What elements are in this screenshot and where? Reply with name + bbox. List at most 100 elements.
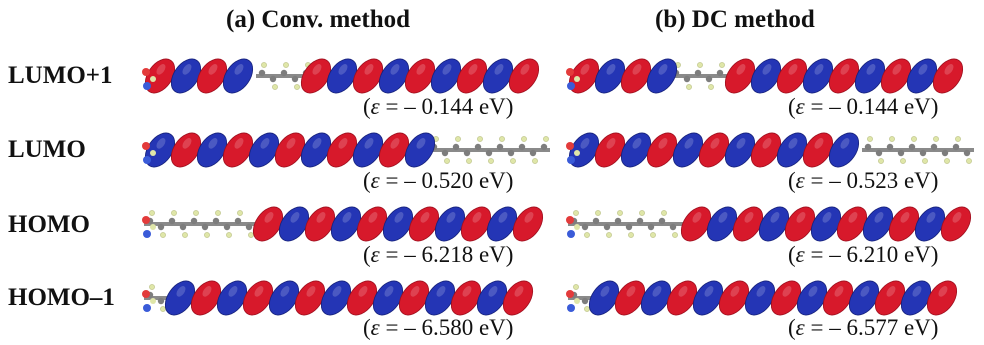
carbon-atom: [592, 217, 600, 225]
hydrogen-atom: [150, 298, 156, 304]
lobe-highlight: [260, 138, 270, 149]
positive-lobe: [222, 132, 254, 168]
lobe-highlight: [416, 138, 426, 149]
hydrogen-atom: [150, 76, 156, 82]
positive-lobe: [594, 132, 626, 168]
oxygen-atom: [142, 290, 150, 298]
lobe-highlight: [840, 138, 850, 149]
positive-lobe: [888, 206, 920, 242]
lobe-highlight: [384, 286, 394, 297]
positive-lobe: [822, 280, 854, 316]
positive-lobe: [346, 280, 378, 316]
hydrogen-atom: [521, 136, 527, 142]
negative-lobe: [300, 132, 332, 168]
carbon-atom: [441, 149, 449, 157]
carbon-atom: [269, 75, 277, 83]
hydrogen-atom: [944, 158, 950, 164]
orbital-image-dc-lumo: [566, 132, 974, 168]
lobe-highlight: [332, 286, 342, 297]
lobe-highlight: [254, 286, 264, 297]
molecule-backbone: [144, 284, 168, 312]
carbon-atom: [614, 217, 622, 225]
head-group: [142, 290, 156, 312]
row-label-lumo-plus-1: LUMO+1: [8, 62, 113, 89]
lobe-highlight: [290, 212, 300, 223]
hydrogen-atom: [574, 298, 580, 304]
lobe-highlight: [442, 64, 452, 75]
hydrogen-atom: [510, 158, 516, 164]
lobe-highlight: [788, 64, 798, 75]
carbon-atom: [875, 149, 883, 157]
hydrogen-atom: [955, 136, 961, 142]
hydrogen-atom: [574, 224, 580, 230]
lobe-highlight: [316, 212, 326, 223]
hydrogen-atom: [573, 210, 579, 216]
oxygen-atom: [142, 216, 150, 224]
negative-lobe: [862, 206, 894, 242]
lobe-highlight: [782, 286, 792, 297]
lobe-highlight: [912, 286, 922, 297]
hydrogen-atom: [661, 210, 667, 216]
positive-lobe: [784, 206, 816, 242]
carbon-atom: [201, 223, 209, 231]
lobe-highlight: [762, 138, 772, 149]
negative-lobe: [724, 132, 756, 168]
orbital-lobes: [568, 58, 964, 94]
molecule-backbone: [568, 284, 592, 312]
hydrogen-atom: [226, 232, 232, 238]
lobe-highlight: [280, 286, 290, 297]
nitrogen-atom: [567, 82, 575, 90]
lobe-highlight: [606, 138, 616, 149]
lobe-highlight: [938, 286, 948, 297]
positive-lobe: [836, 206, 868, 242]
negative-lobe: [594, 58, 626, 94]
carbon-atom: [625, 223, 633, 231]
hydrogen-atom: [584, 232, 590, 238]
hydrogen-atom: [248, 232, 254, 238]
carbon-atom: [658, 217, 666, 225]
negative-lobe: [278, 206, 310, 242]
lobe-highlight: [744, 212, 754, 223]
carbon-atom: [291, 75, 299, 83]
orbital-image-conv-lumo-plus-1: [142, 58, 540, 94]
hydrogen-atom: [477, 136, 483, 142]
lobe-highlight: [678, 286, 688, 297]
lobe-highlight: [632, 138, 642, 149]
negative-lobe: [268, 280, 300, 316]
lobe-highlight: [848, 212, 858, 223]
lobe-highlight: [312, 64, 322, 75]
negative-lobe: [248, 132, 280, 168]
lobe-highlight: [658, 64, 668, 75]
positive-lobe: [508, 58, 540, 94]
lobe-highlight: [394, 212, 404, 223]
hydrogen-atom: [686, 84, 692, 90]
lobe-highlight: [762, 64, 772, 75]
negative-lobe: [810, 206, 842, 242]
hydrogen-atom: [149, 284, 155, 290]
positive-lobe: [300, 58, 332, 94]
positive-lobe: [502, 280, 534, 316]
lobe-highlight: [368, 212, 378, 223]
negative-lobe: [326, 58, 358, 94]
positive-lobe: [776, 58, 808, 94]
lobe-highlight: [228, 286, 238, 297]
positive-lobe: [304, 206, 336, 242]
orbital-image-conv-homo-minus-1: [142, 280, 534, 316]
lobe-highlight: [626, 286, 636, 297]
orbital-image-conv-lumo: [142, 132, 550, 168]
orbital-lobes: [680, 206, 972, 242]
head-group: [566, 68, 580, 90]
carbon-atom: [234, 217, 242, 225]
positive-lobe: [450, 280, 482, 316]
oxygen-atom: [142, 142, 150, 150]
carbon-atom: [212, 217, 220, 225]
carbon-atom: [179, 223, 187, 231]
lobe-highlight: [208, 64, 218, 75]
head-group: [566, 216, 580, 238]
lobe-highlight: [234, 64, 244, 75]
positive-lobe: [718, 280, 750, 316]
hydrogen-atom: [922, 158, 928, 164]
hydrogen-atom: [650, 232, 656, 238]
negative-lobe: [476, 280, 508, 316]
lobe-highlight: [364, 64, 374, 75]
